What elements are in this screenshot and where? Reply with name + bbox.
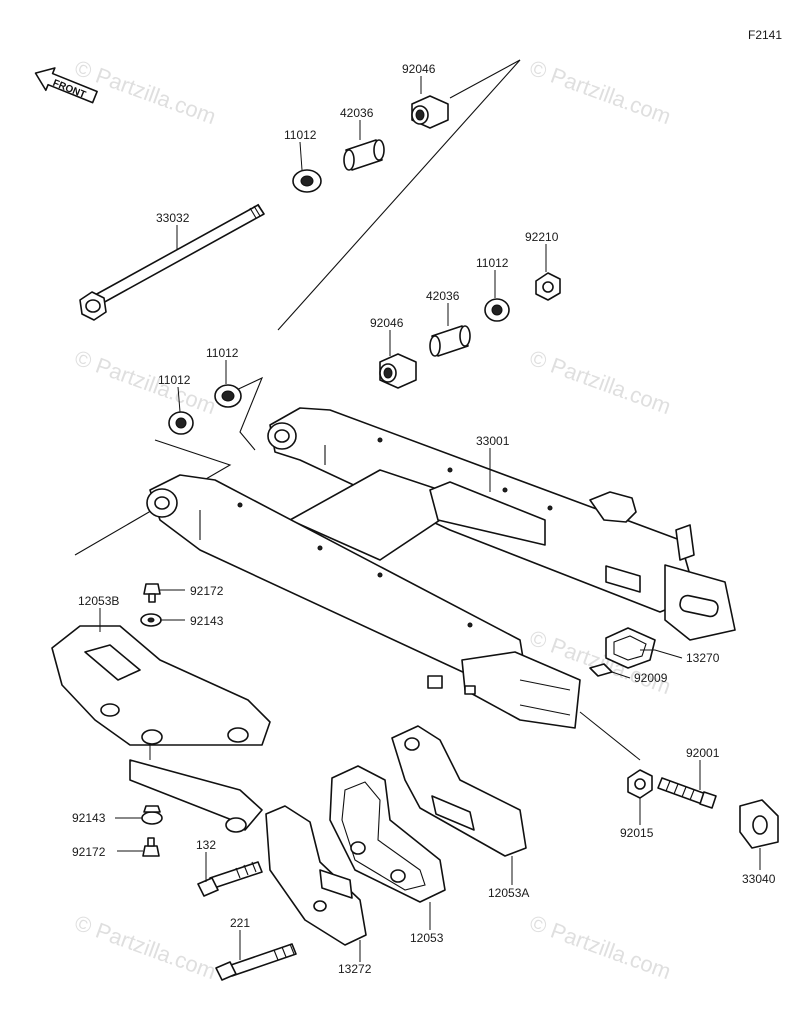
bushing-92046-mid xyxy=(379,353,417,389)
guide-12053 xyxy=(329,765,446,903)
part-label-221: 221 xyxy=(230,916,251,930)
seal-11012-left-lower xyxy=(168,411,194,435)
guard-13272 xyxy=(265,805,367,946)
part-label-132: 132 xyxy=(196,838,217,852)
part-label-92143: 92143 xyxy=(72,811,106,825)
bolt-132 xyxy=(197,861,263,897)
part-label-92009: 92009 xyxy=(634,671,668,685)
washer-92143-bottom xyxy=(141,805,163,825)
part-label-92143: 92143 xyxy=(190,614,224,628)
swingarm-33001 xyxy=(146,407,736,729)
part-label-13270: 13270 xyxy=(686,651,720,665)
collar-42036-top xyxy=(343,139,385,171)
part-label-13272: 13272 xyxy=(338,962,372,976)
part-label-92046: 92046 xyxy=(370,316,404,330)
seal-11012-top xyxy=(292,169,322,193)
section-line xyxy=(277,59,521,331)
part-label-42036: 42036 xyxy=(426,289,460,303)
part-label-12053B: 12053B xyxy=(78,594,120,608)
seal-11012-left-upper xyxy=(214,384,242,408)
leader-lines xyxy=(99,76,761,962)
part-label-92210: 92210 xyxy=(525,230,559,244)
bushing-92046-top xyxy=(411,95,449,129)
guide-12053A xyxy=(391,725,527,857)
part-label-92046: 92046 xyxy=(402,62,436,76)
washer-92143-top xyxy=(140,613,162,627)
part-label-11012: 11012 xyxy=(158,373,191,387)
pivot-shaft-33032 xyxy=(79,203,265,321)
bolt-92172-top xyxy=(143,583,161,603)
adjuster-block-33040 xyxy=(739,799,779,849)
chain-slider-12053B xyxy=(51,625,271,833)
part-label-33040: 33040 xyxy=(742,872,776,886)
section-line xyxy=(449,59,521,99)
front-arrow-icon: FRONT xyxy=(34,67,98,104)
part-label-12053: 12053 xyxy=(410,931,444,945)
part-label-92172: 92172 xyxy=(72,845,106,859)
part-label-33032: 33032 xyxy=(156,211,190,225)
part-label-42036: 42036 xyxy=(340,106,374,120)
screw-92009 xyxy=(589,663,613,677)
bolt-221 xyxy=(215,943,297,981)
part-label-92172: 92172 xyxy=(190,584,224,598)
part-label-33001: 33001 xyxy=(476,434,510,448)
part-label-11012: 11012 xyxy=(284,128,317,142)
nut-92210 xyxy=(535,272,561,301)
bolt-92001 xyxy=(657,777,717,809)
seal-11012-right xyxy=(484,298,510,322)
part-label-92015: 92015 xyxy=(620,826,654,840)
nut-92015 xyxy=(627,769,653,799)
figure-code: F2141 xyxy=(748,28,783,42)
section-line xyxy=(74,439,232,556)
collar-42036-mid xyxy=(429,325,471,357)
pad-13270 xyxy=(605,627,656,669)
part-label-11012: 11012 xyxy=(476,256,509,270)
part-label-92001: 92001 xyxy=(686,746,720,760)
part-label-11012: 11012 xyxy=(206,346,239,360)
part-label-12053A: 12053A xyxy=(488,886,530,900)
bolt-92172-bottom xyxy=(142,837,160,857)
